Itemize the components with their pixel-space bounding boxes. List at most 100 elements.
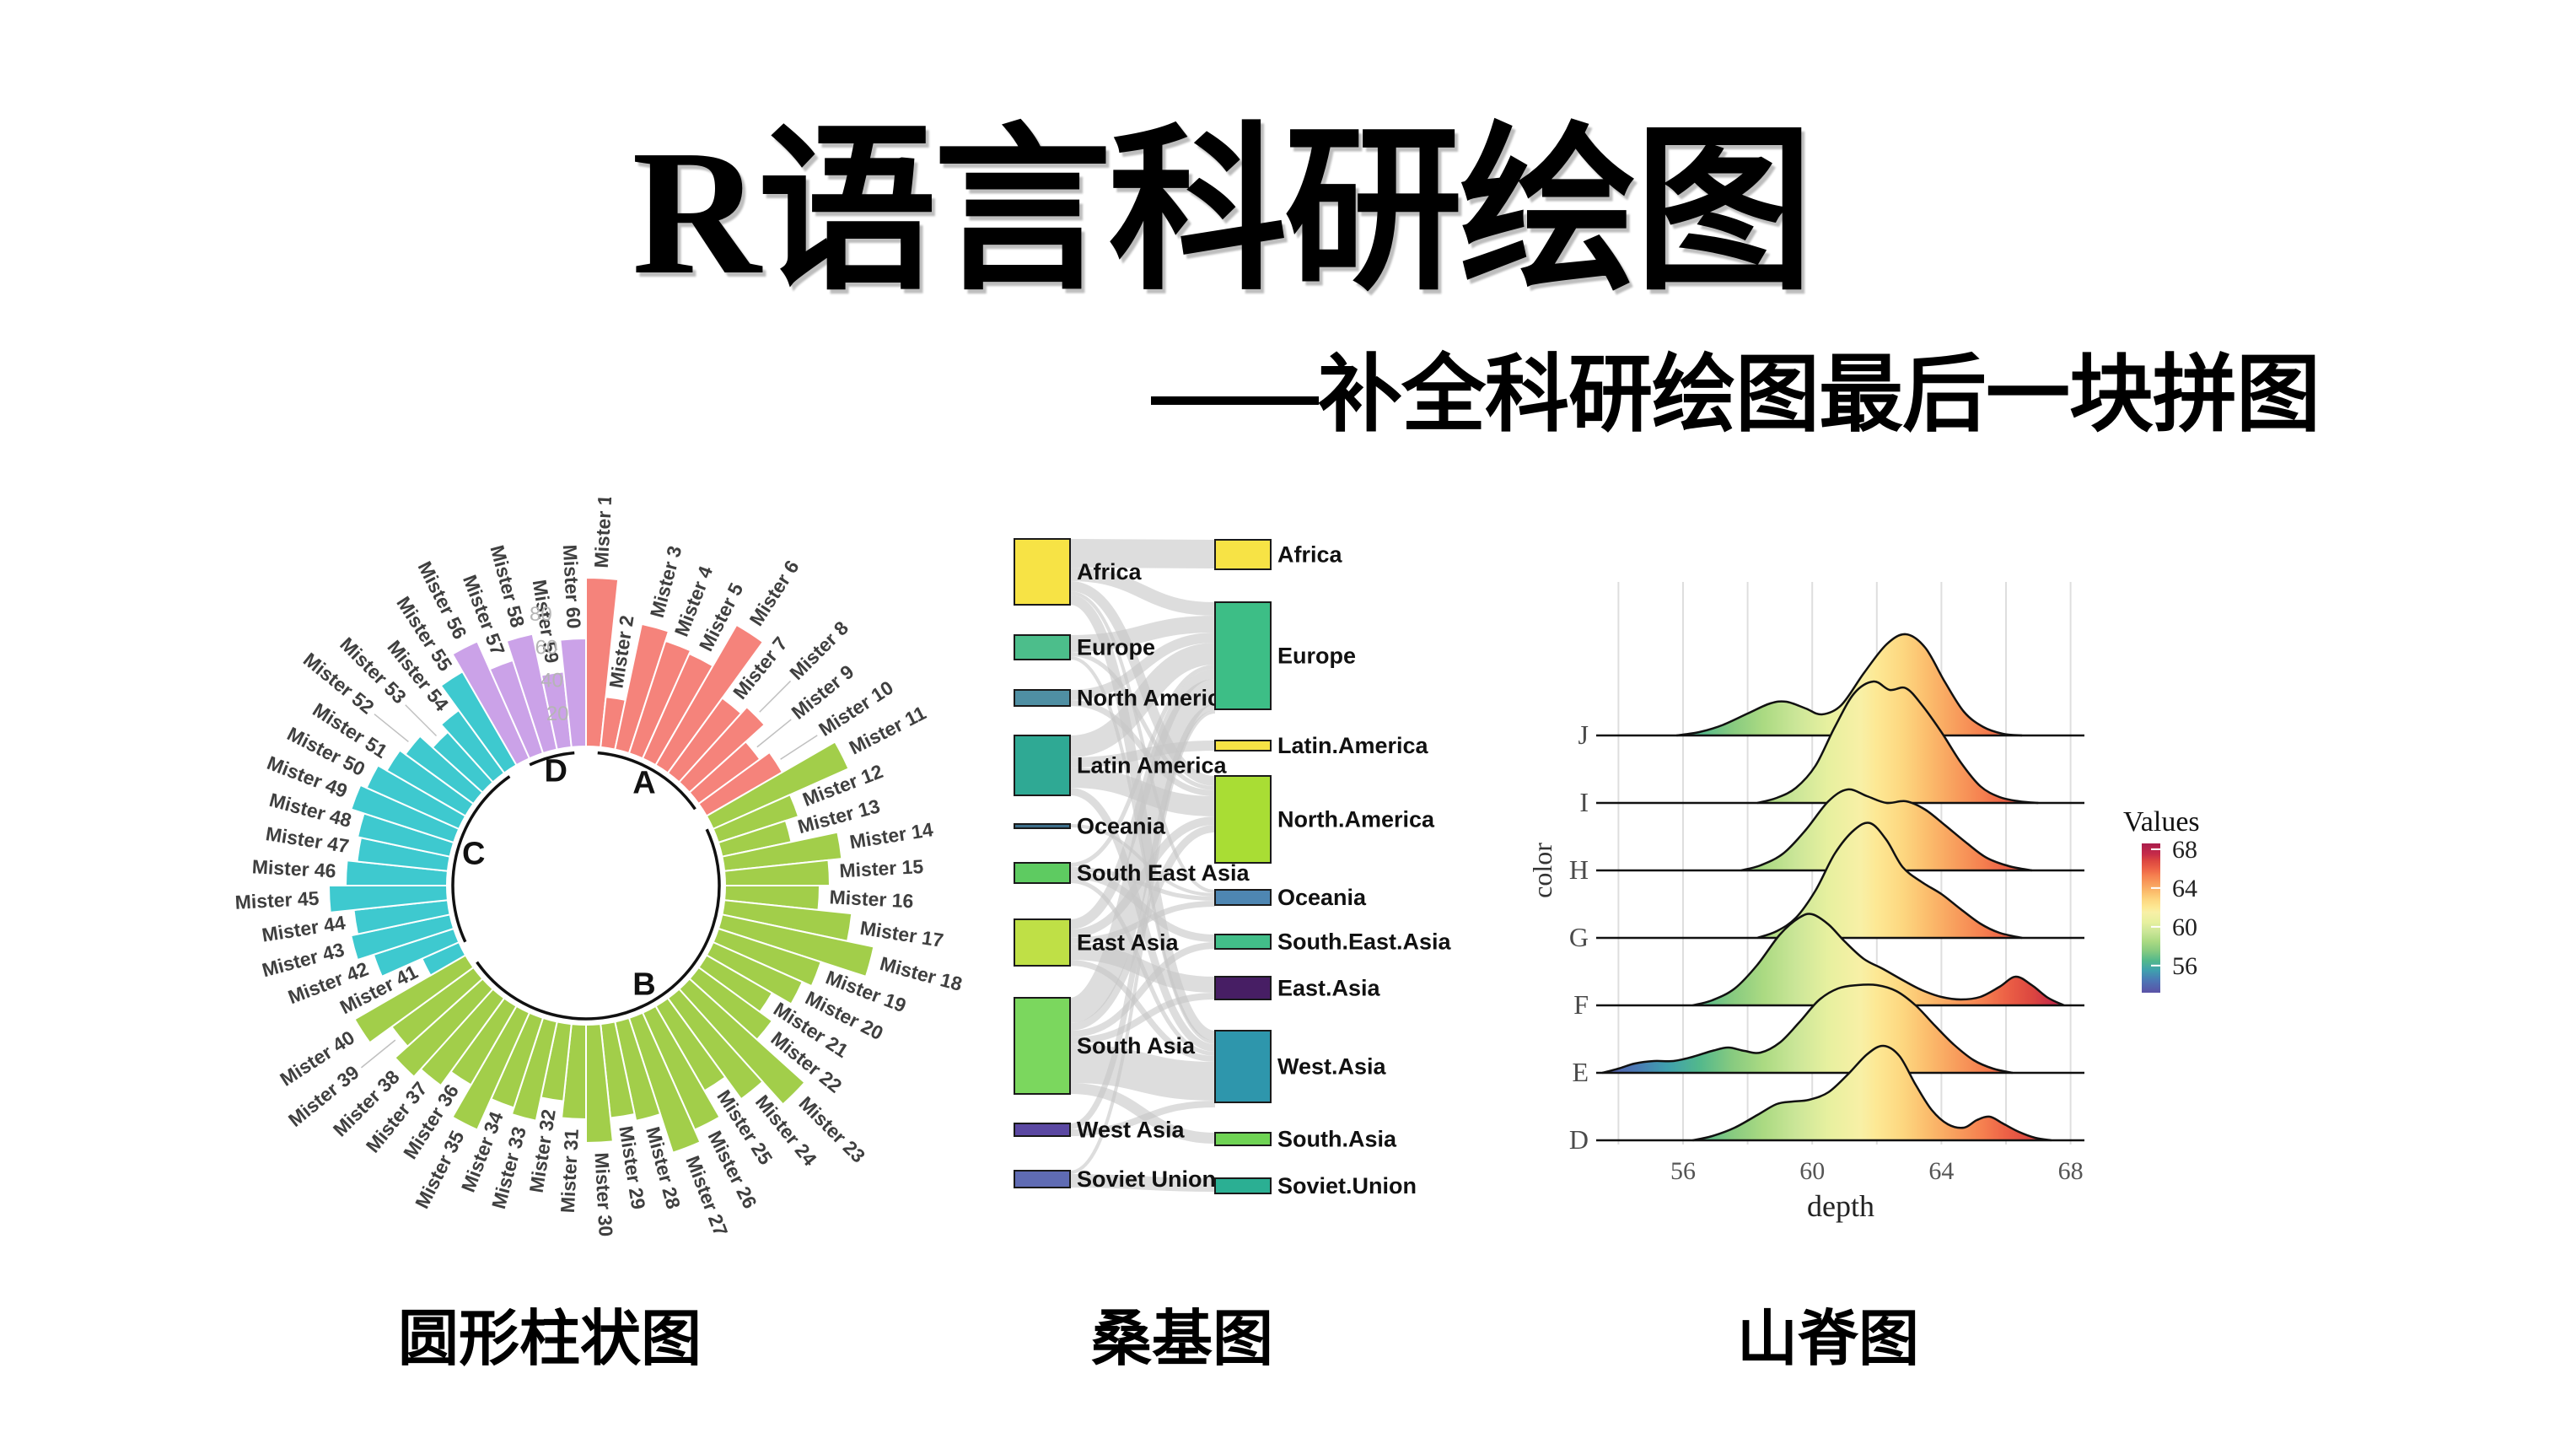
label-leader-line <box>759 680 792 713</box>
ridge-category-label: J <box>1578 719 1589 750</box>
x-axis-title: depth <box>1807 1189 1874 1223</box>
ridge-outline <box>1676 633 2023 737</box>
sankey-node-label-left: Africa <box>1077 559 1143 584</box>
sankey-node-right <box>1214 775 1272 864</box>
label-leader-line <box>405 704 438 737</box>
ridge-area <box>1676 633 2023 735</box>
circular-bar-label: Mister 46 <box>251 855 336 881</box>
sankey-node-left <box>1014 1170 1071 1188</box>
sankey-node-left <box>1014 735 1071 796</box>
sankey-link <box>1069 700 1216 796</box>
group-letter: A <box>632 766 655 801</box>
circular-bar <box>717 913 875 978</box>
sankey-node-label-right: South.Asia <box>1277 1127 1397 1152</box>
circular-bar-label: Mister 15 <box>839 855 924 881</box>
sankey-link <box>1069 643 1216 757</box>
sankey-node-label-left: South Asia <box>1077 1033 1196 1058</box>
ridge-area <box>1740 789 2032 870</box>
circular-bar <box>350 913 455 962</box>
label-leader-line <box>756 719 792 748</box>
sankey-node-right <box>1214 889 1272 906</box>
sankey-link <box>1069 1083 1216 1144</box>
circular-bar <box>585 576 620 749</box>
circular-bar <box>393 977 495 1079</box>
circular-bar-label: Mister 16 <box>829 886 914 912</box>
circular-bar <box>654 623 765 774</box>
sankey-node-label-left: Soviet Union <box>1077 1166 1216 1192</box>
circular-bar-label: Mister 14 <box>848 818 935 853</box>
circular-bar <box>404 735 484 805</box>
circular-bar <box>627 639 692 760</box>
legend-tick-label: 60 <box>2172 913 2197 941</box>
ridge-outline <box>1601 983 2013 1075</box>
circular-bar <box>505 633 558 755</box>
caption-ridgeline-plot: 山脊图 <box>1736 1306 1920 1373</box>
sankey-link <box>1069 616 1216 652</box>
circular-bar <box>559 637 587 749</box>
radial-axis-tick: 60 <box>535 636 558 659</box>
label-leader-line <box>374 714 409 743</box>
ridge-area <box>1757 822 2023 938</box>
circular-bar-label: Mister 31 <box>557 1128 583 1214</box>
radial-axis-tick: 80 <box>530 603 552 626</box>
circular-bar <box>350 784 460 844</box>
sankey-link <box>1069 944 1216 993</box>
sankey-node-left <box>1014 689 1071 707</box>
radial-axis-tick: 20 <box>546 703 569 725</box>
group-arc <box>476 828 721 1021</box>
sankey-node-left <box>1014 862 1071 884</box>
legend-title: Values <box>2123 806 2200 838</box>
sankey-node-label-right: Latin.America <box>1277 733 1429 758</box>
ridge-category-label: D <box>1569 1124 1589 1155</box>
sankey-link <box>1069 993 1216 1044</box>
sankey-link <box>1069 1174 1216 1192</box>
x-axis-tick-label: 60 <box>1799 1157 1825 1185</box>
sankey-node-label-right: North.America <box>1277 807 1435 832</box>
circular-bar-label: Mister 1 <box>590 498 616 568</box>
ridge-area <box>1692 1045 2052 1140</box>
sankey-link <box>1069 1044 1216 1101</box>
circular-bar <box>510 1016 558 1122</box>
circular-bar <box>666 988 764 1101</box>
group-arc <box>451 775 511 943</box>
label-leader-line <box>360 1039 396 1069</box>
circular-bar <box>585 1022 614 1145</box>
sankey-link <box>1069 960 1216 1062</box>
sankey-link <box>1069 741 1216 768</box>
legend-tick-label: 68 <box>2172 836 2197 864</box>
sankey-node-label-left: Oceania <box>1077 814 1166 839</box>
sankey-node-label-right: South.East.Asia <box>1277 929 1452 955</box>
ridge-area <box>1692 913 2064 1005</box>
sankey-node-label-right: Africa <box>1277 542 1343 568</box>
sankey-link <box>1069 1101 1216 1136</box>
sankey-link <box>1069 942 1216 1037</box>
ridge-category-label: E <box>1572 1057 1589 1087</box>
sankey-node-label-right: East.Asia <box>1277 976 1381 1001</box>
circular-bar-label: Mister 32 <box>525 1107 560 1194</box>
circular-bar-label: Mister 45 <box>234 887 320 913</box>
sankey-node-right <box>1214 740 1272 751</box>
sankey-node-left <box>1014 997 1071 1095</box>
x-axis-tick-label: 56 <box>1670 1157 1696 1185</box>
circular-bar <box>677 977 806 1106</box>
ridge-category-label: G <box>1569 922 1589 952</box>
circular-bar <box>385 749 475 817</box>
circular-bar <box>712 927 822 988</box>
circular-bar-label: Mister 60 <box>559 544 585 629</box>
page-subtitle: ——补全科研绘图最后一块拼图 <box>1151 347 2321 442</box>
circular-bar <box>627 1011 702 1154</box>
ridge-category-label: I <box>1579 787 1589 817</box>
sankey-node-label-left: South East Asia <box>1077 860 1250 886</box>
sankey-node-right <box>1214 1177 1272 1194</box>
sankey-link <box>1069 665 1216 867</box>
sankey-node-left <box>1014 634 1071 660</box>
sankey-node-label-right: Oceania <box>1277 885 1367 910</box>
sankey-link <box>1068 679 1218 1023</box>
circular-bar <box>353 954 475 1044</box>
circular-bar <box>344 859 449 886</box>
ridge-category-label: F <box>1573 989 1589 1020</box>
x-axis-tick-label: 64 <box>1928 1157 1954 1185</box>
circular-bar <box>614 1016 662 1122</box>
sankey-link <box>1069 591 1216 893</box>
